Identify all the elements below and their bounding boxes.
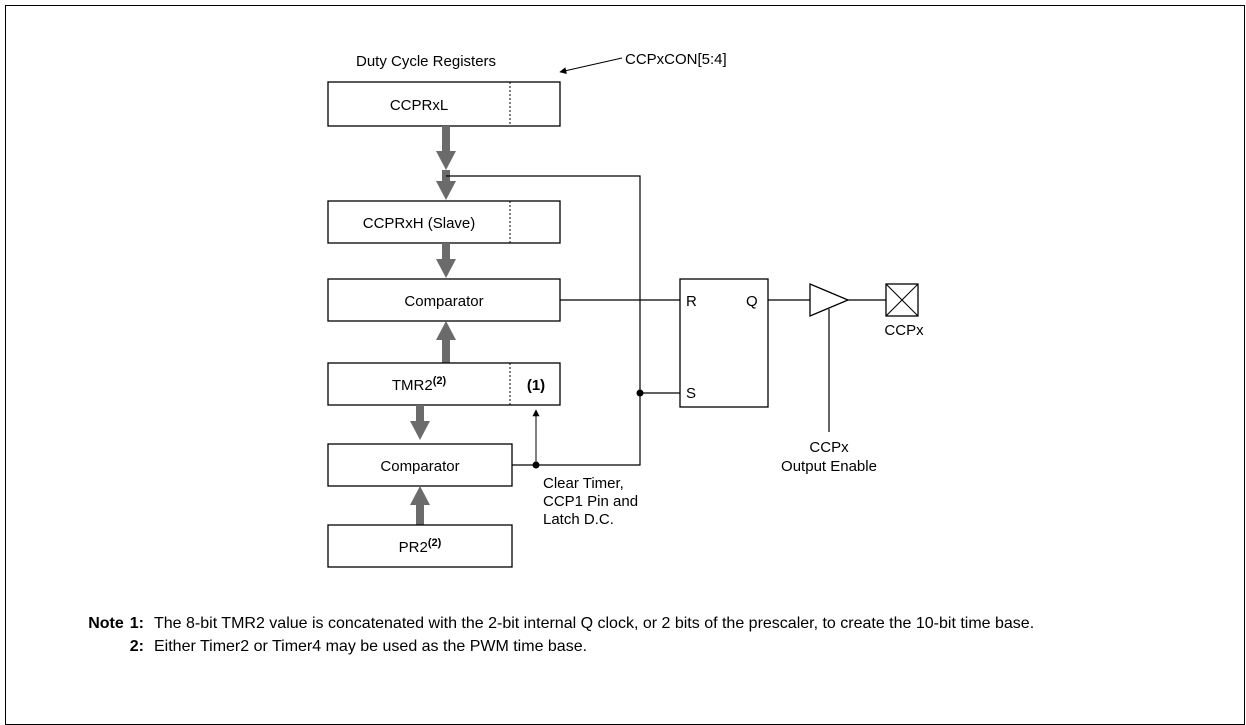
- ccpx-pin-label: CCPx: [884, 322, 924, 339]
- tmr2-register: TMR2(2) (1): [327, 362, 561, 406]
- note-1-text: The 8-bit TMR2 value is concatenated wit…: [154, 615, 1035, 632]
- comparator-bottom-label: Comparator: [380, 458, 459, 475]
- sr-latch: R S Q: [679, 278, 769, 408]
- ccprxl-label: CCPRxL: [390, 97, 448, 114]
- clear-timer-label-3: Latch D.C.: [543, 511, 614, 528]
- bus-arrow-tmr2-to-comparator-bottom: [410, 405, 430, 440]
- output-enable-label-2: Output Enable: [781, 458, 877, 475]
- pr2-register: PR2(2): [327, 524, 513, 568]
- ccpx-pin-icon: [885, 283, 919, 317]
- ccpxcon-label: CCPxCON[5:4]: [625, 51, 727, 68]
- load-duty-cycle-line: [446, 175, 641, 393]
- clear-timer-label-2: CCP1 Pin and: [543, 493, 638, 510]
- bus-arrow-ccprxl-to-ccprxh: [436, 126, 456, 200]
- latch-s-label: S: [686, 385, 696, 402]
- note-lead: Note: [88, 615, 124, 632]
- ccprxh-label: CCPRxH (Slave): [363, 215, 476, 232]
- period-match-line: [512, 393, 641, 466]
- output-enable-label-1: CCPx: [809, 439, 849, 456]
- comparator-top: Comparator: [327, 278, 561, 322]
- output-buffer-icon: [809, 283, 850, 317]
- bus-arrow-tmr2-to-comparator: [436, 321, 456, 363]
- clear-timer-label-1: Clear Timer,: [543, 475, 624, 492]
- bus-arrow-pr2-to-comparator: [410, 486, 430, 525]
- tmr2-note-marker: (1): [527, 377, 545, 394]
- comparator-top-label: Comparator: [404, 293, 483, 310]
- comparator-bottom: Comparator: [327, 443, 513, 487]
- latch-q-label: Q: [746, 293, 758, 310]
- duty-cycle-registers-label: Duty Cycle Registers: [356, 53, 496, 70]
- note-2: 2: Either Timer2 or Timer4 may be used a…: [64, 635, 1224, 658]
- bus-arrow-ccprxh-to-comparator: [436, 243, 456, 278]
- ccprxh-register: CCPRxH (Slave): [327, 200, 561, 244]
- ccpxcon-pointer: [559, 57, 623, 75]
- note-2-text: Either Timer2 or Timer4 may be used as t…: [154, 638, 588, 655]
- tmr2-label: TMR2(2): [392, 375, 447, 394]
- pr2-label: PR2(2): [399, 537, 442, 556]
- latch-r-label: R: [686, 293, 697, 310]
- note-2-marker: 2:: [129, 638, 144, 655]
- ccprxl-register: CCPRxL: [327, 81, 561, 127]
